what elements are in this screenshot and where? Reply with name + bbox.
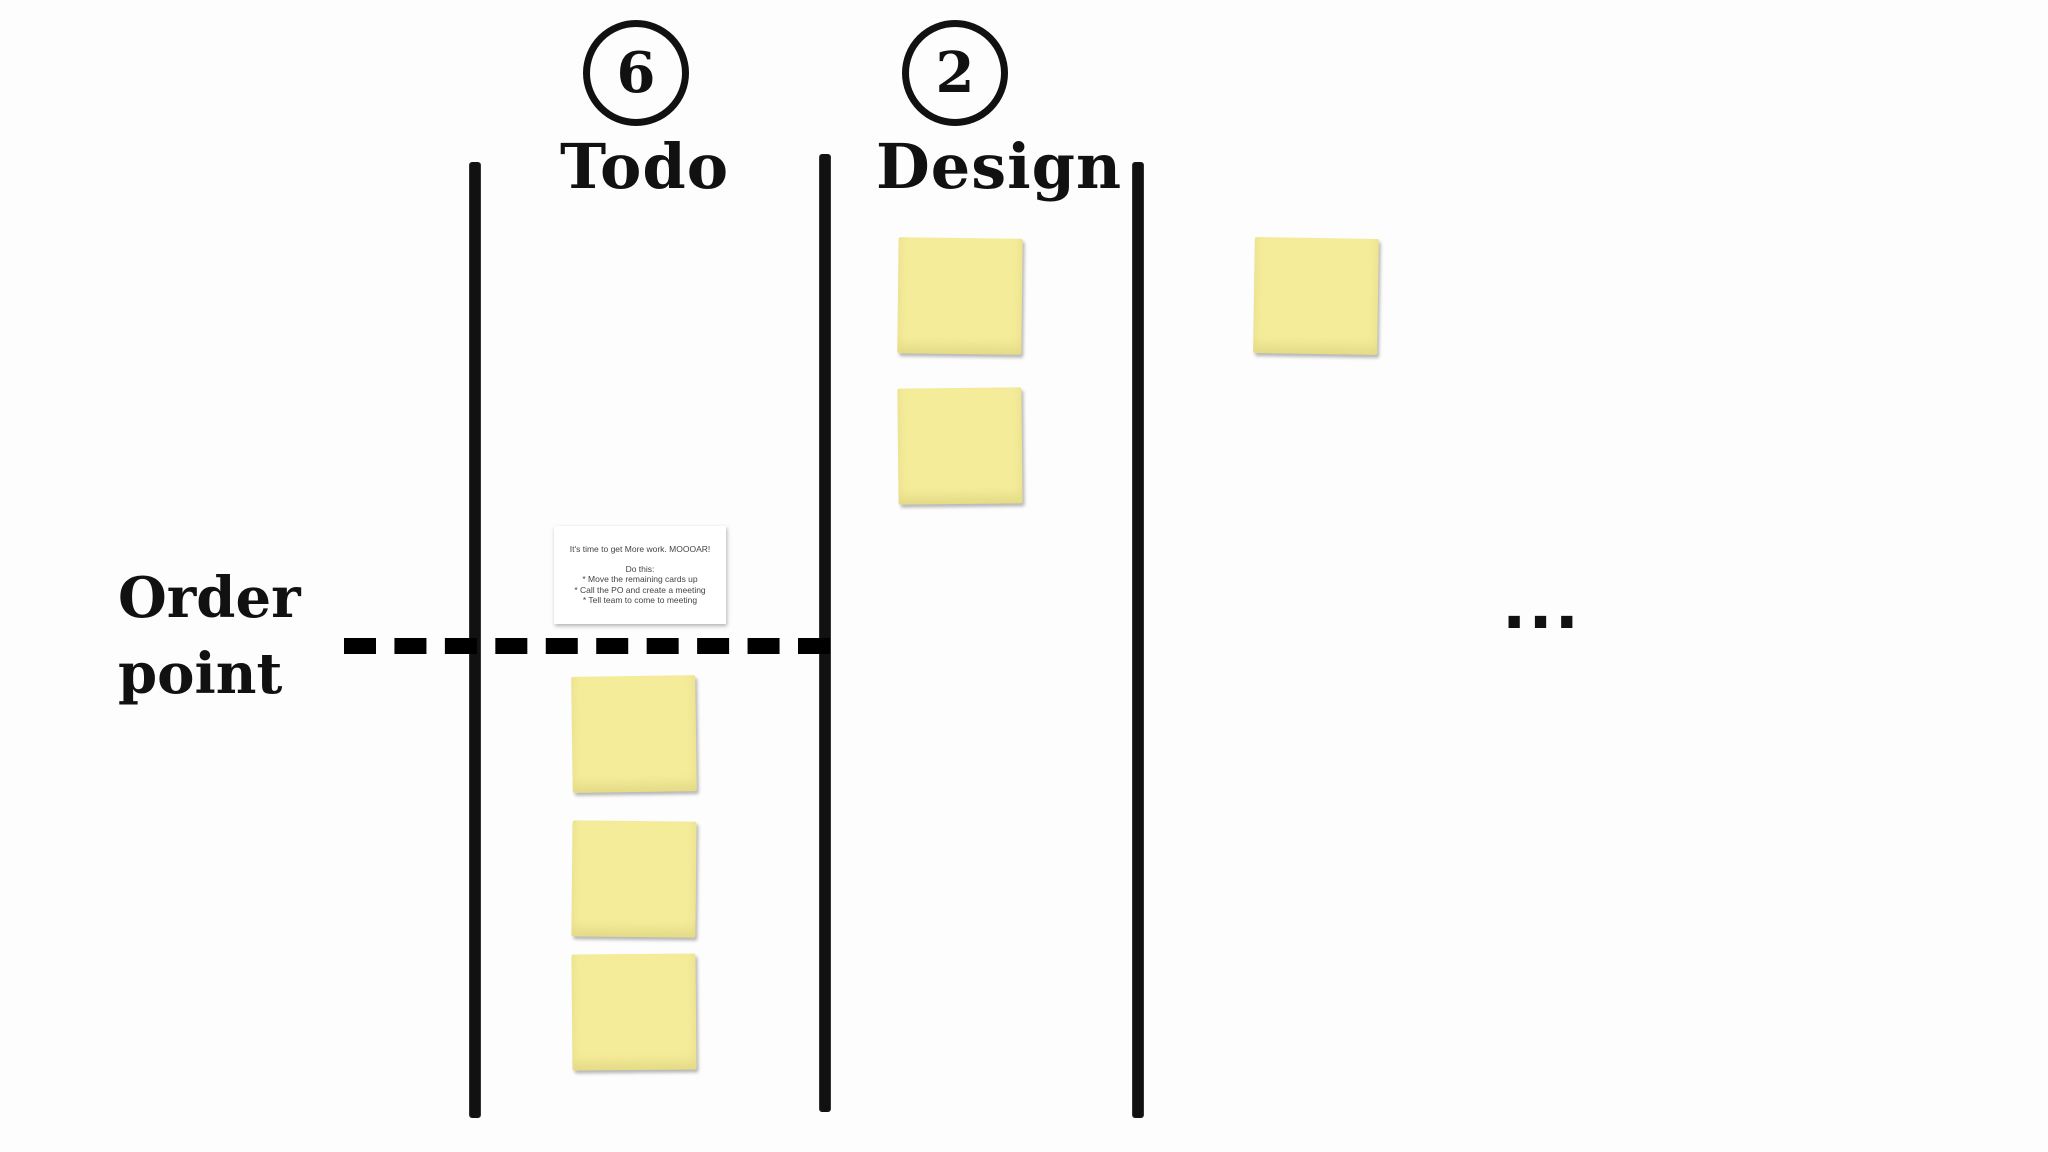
- design-column-title: Design: [876, 130, 1123, 203]
- todo-column-title: Todo: [560, 130, 730, 203]
- design-wip-limit: 2: [902, 20, 1008, 126]
- card-line: * Move the remaining cards up: [582, 574, 698, 584]
- order-point-dashed-line: [344, 638, 830, 654]
- sticky-note-todo[interactable]: [571, 953, 697, 1071]
- sticky-note-todo[interactable]: [571, 820, 697, 938]
- card-line: * Tell team to come to meeting: [582, 595, 698, 605]
- todo-wip-limit: 6: [583, 20, 689, 126]
- order-point-label-line: point: [118, 641, 283, 707]
- sticky-note-design[interactable]: [897, 387, 1023, 505]
- column-divider-right: [1133, 162, 1143, 1118]
- sticky-note-next-column[interactable]: [1253, 237, 1379, 355]
- more-columns-ellipsis: ...: [1502, 570, 1581, 644]
- order-point-label-line: Order: [118, 565, 301, 631]
- card-line: * Call the PO and create a meeting: [574, 584, 706, 595]
- sticky-note-design[interactable]: [897, 237, 1023, 355]
- order-point-label: Order point: [118, 560, 301, 712]
- column-divider-middle: [820, 154, 830, 1112]
- card-line: It's time to get More work. MOOOAR!: [569, 544, 711, 554]
- card-line: Do this:: [625, 563, 655, 574]
- sticky-note-todo[interactable]: [571, 675, 697, 793]
- order-instruction-card: It's time to get More work. MOOOAR! Do t…: [554, 526, 726, 624]
